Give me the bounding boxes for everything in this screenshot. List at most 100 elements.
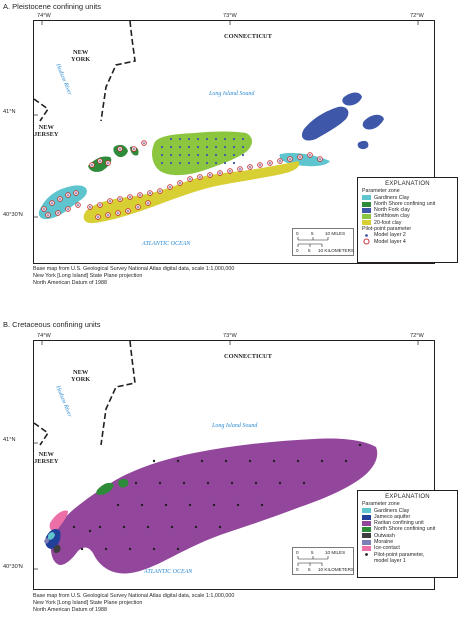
panel-b-label-connecticut: CONNECTICUT [224,353,272,360]
layer1-dot-marker [98,525,102,529]
dot-marker-icon [362,552,371,558]
panel-b-legend-item: Ice-contact [362,545,453,551]
panel-b-ice-contact [49,510,68,531]
panel-a-north-shore-unit [88,144,139,172]
layer2-dot-marker [43,208,45,210]
panel-a-legend-pilot-heading: Pilot-point parameter [362,226,412,233]
panel-a-ny-nj-boundary [34,98,50,122]
layer2-dot-marker [229,170,231,172]
layer2-dot-marker [205,137,209,141]
layer2-dot-marker [232,145,236,149]
panel-a-label-new-york: NEW YORK [71,49,91,63]
layer1-dot-marker [152,547,156,551]
panel-b-label-new-york: NEW YORK [71,369,91,383]
panel-a-legend-item: Model layer 2 [362,232,453,238]
layer2-dot-marker [178,161,182,165]
layer2-dot-marker [299,156,301,158]
gardiners-clay-swatch [362,508,371,514]
panel-a-ny-ct-boundary [100,21,136,122]
panel-a-legend-item: Smithtown clay [362,213,453,219]
panel-b-scale-bar: 0 5 10 MILES 0 5 10 KILOMETERS [292,547,354,575]
jameco-swatch [362,514,371,520]
layer1-dot-marker [72,525,76,529]
dot-marker-icon [362,233,371,239]
layer2-dot-marker [319,158,321,160]
layer2-dot-marker [67,194,69,196]
layer1-dot-marker [260,503,264,507]
panel-a-pilot-points [41,137,323,220]
layer2-dot-marker [178,145,182,149]
panel-a-scale-bar: 0 5 10 MILES 0 5 10 KILOMETERS [292,228,354,256]
layer2-dot-marker [47,214,49,216]
ice-contact-swatch [362,546,371,552]
layer2-dot-marker [107,162,109,164]
layer2-dot-marker [223,153,227,157]
layer1-dot-marker [80,547,84,551]
panel-a-legend-item: North Shore confining unit [362,201,453,207]
layer2-dot-marker [187,161,191,165]
layer2-dot-marker [107,214,109,216]
layer2-dot-marker [91,164,93,166]
panel-a-legend-item: North Fork clay [362,207,453,213]
layer2-dot-marker [119,148,121,150]
layer1-dot-marker [170,525,174,529]
layer1-dot-marker [320,459,324,463]
panel-b-moraine [44,538,49,544]
layer2-dot-marker [214,145,218,149]
layer1-dot-marker [272,459,276,463]
layer2-dot-marker [99,204,101,206]
panel-a-legend-title: EXPLANATION [385,181,430,187]
panel-b-title: B. Cretaceous confining units [3,320,101,329]
panel-b-label-new-jersey: NEW JERSEY [34,451,59,465]
layer2-dot-marker [241,153,245,157]
layer2-dot-marker [205,161,209,165]
gardiners-clay-swatch [362,195,371,201]
layer2-dot-marker [214,137,218,141]
layer2-dot-marker [178,137,182,141]
layer2-dot-marker [169,153,173,157]
layer2-dot-marker [133,148,135,150]
layer2-dot-marker [77,204,79,206]
layer1-dot-marker [230,481,234,485]
layer2-dot-marker [189,178,191,180]
layer2-dot-marker [223,137,227,141]
north-fork-swatch [362,207,371,213]
twenty-foot-swatch [362,220,371,226]
layer1-dot-marker [224,459,228,463]
layer1-dot-marker [128,547,132,551]
panel-a-label-connecticut: CONNECTICUT [224,33,272,40]
layer2-dot-marker [160,145,164,149]
layer1-dot-marker [206,481,210,485]
layer2-dot-marker [196,153,200,157]
panel-b-lat-41: 41°N [3,437,16,443]
layer1-dot-marker [254,481,258,485]
layer2-dot-marker [187,153,191,157]
panel-a-lon-74: 74°W [37,13,51,19]
layer2-dot-marker [232,161,236,165]
panel-a-lon-73: 73°W [223,13,237,19]
layer1-dot-marker [218,525,222,529]
layer1-dot-marker [182,481,186,485]
layer2-dot-marker [196,137,200,141]
panel-b-legend-item: North Shore confining unit [362,526,453,532]
ring-marker-icon [362,238,371,245]
layer2-dot-marker [178,153,182,157]
panel-a-legend-item: Gardiners Clay [362,195,453,201]
layer2-dot-marker [127,210,129,212]
layer2-dot-marker [169,186,171,188]
layer2-dot-marker [289,158,291,160]
layer2-dot-marker [67,208,69,210]
layer2-dot-marker [196,161,200,165]
panel-b-ny-nj-boundary [34,422,50,446]
smithtown-swatch [362,214,371,220]
layer1-dot-marker [344,459,348,463]
layer1-dot-marker [176,459,180,463]
layer2-dot-marker [169,145,173,149]
panel-b-legend-item: Gardiners Clay [362,508,453,514]
layer2-dot-marker [129,196,131,198]
layer1-dot-marker [200,459,204,463]
layer2-dot-marker [269,162,271,164]
panel-b-lon-72: 72°W [410,333,424,339]
layer1-dot-marker [302,481,306,485]
panel-a-title: A. Pleistocene confining units [3,2,101,11]
